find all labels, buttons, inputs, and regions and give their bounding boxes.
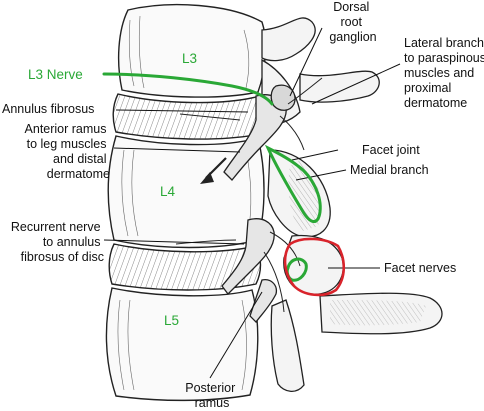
label-medial-branch: Medial branch: [350, 163, 429, 177]
label-recurrent-nerve-2: to annulus: [43, 235, 101, 249]
label-l3-nerve: L3 Nerve: [28, 67, 83, 82]
label-anterior-ramus-3: and distal: [53, 152, 107, 166]
l5-inferior-process: [270, 299, 305, 392]
vertebra-l3-body: [117, 3, 267, 98]
label-anterior-ramus-2: to leg muscles: [27, 137, 107, 151]
medial-branch-loop: [264, 144, 322, 223]
label-dorsal-root-ganglion-3: ganglion: [329, 30, 376, 44]
vertebra-l5-body: [105, 287, 259, 402]
leader-lines: [103, 27, 401, 379]
label-recurrent-nerve-1: Recurrent nerve: [11, 220, 101, 234]
label-lateral-branch-4: proximal: [404, 81, 451, 95]
label-anterior-ramus-1: Anterior ramus: [25, 122, 107, 136]
label-l4: L4: [160, 184, 176, 199]
body-shading: [117, 15, 252, 391]
nerve-branches: [175, 77, 323, 313]
label-annulus-fibrosus: Annulus fibrosus: [2, 102, 94, 116]
label-l5: L5: [164, 313, 179, 328]
svg-text:Recurrent nerve to annulus: Recurrent nerve to annulus fibrosus of d…: [11, 220, 104, 264]
disc-l4-l5: [108, 243, 262, 291]
l3-spinous-process: [299, 70, 380, 103]
label-recurrent-nerve-3: fibrosus of disc: [21, 250, 104, 264]
anterior-ramus-arrow: [200, 157, 227, 184]
label-dorsal-root-ganglion-1: Dorsal: [333, 0, 369, 14]
label-anterior-ramus-4: dermatome: [47, 167, 110, 181]
nerves: [221, 84, 296, 323]
svg-text:Posterior ramus: Posterior ramus: [185, 381, 239, 410]
label-facet-joint: Facet joint: [362, 143, 420, 157]
label-posterior-ramus-1: Posterior: [185, 381, 235, 395]
posterior-texture: [288, 160, 426, 326]
label-posterior-ramus-2: ramus: [195, 396, 230, 410]
l3-transverse-process: [261, 17, 316, 62]
facet-joint-outline: [283, 237, 346, 297]
vertebral-bodies: [105, 3, 267, 402]
label-lateral-branch-1: Lateral branch: [404, 36, 484, 50]
svg-text:Dorsal root ganglion: Dorsal root ganglion: [329, 0, 376, 44]
label-facet-nerves: Facet nerves: [384, 261, 456, 275]
disc-l3-l4: [112, 93, 266, 140]
label-lateral-branch-3: muscles and: [404, 66, 474, 80]
svg-text:Anterior ramus to leg musc: Anterior ramus to leg muscles and distal…: [25, 122, 111, 181]
dorsal-root-ganglion: [270, 84, 296, 111]
label-dorsal-root-ganglion-2: root: [340, 15, 362, 29]
l5-nerve-root: [249, 279, 278, 323]
label-l3: L3: [182, 51, 197, 66]
label-lateral-branch-5: dermatome: [404, 96, 467, 110]
l4-nerve-root: [221, 218, 275, 295]
l3-nerve-pointer: [102, 72, 274, 106]
label-lateral-branch-2: to paraspinous: [404, 51, 484, 65]
svg-text:Lateral branch to paraspin: Lateral branch to paraspinous muscles an…: [404, 36, 484, 110]
